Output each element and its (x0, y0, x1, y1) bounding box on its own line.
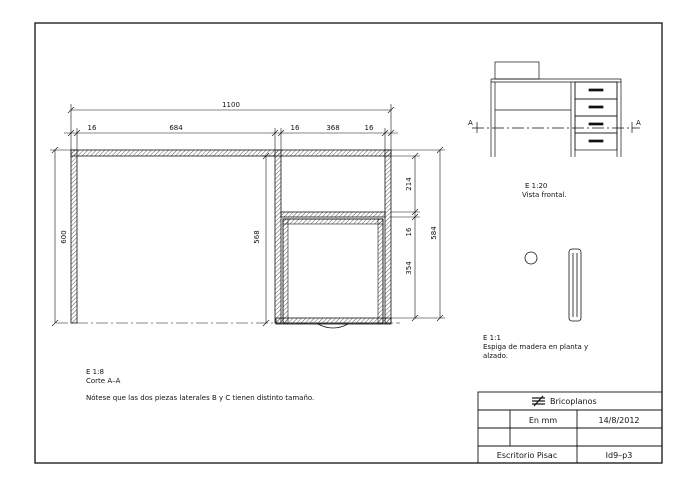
dimension-labels: 1100 16 684 16 368 16 600 568 584 214 16… (60, 101, 438, 275)
front-view-scale: E 1:20 (525, 182, 547, 190)
section-title: Corte A–A (86, 377, 121, 385)
brand-logo-icon (532, 395, 545, 407)
dim-shelf: 16 (405, 227, 413, 236)
sheet-frame (34, 22, 663, 464)
dowel-elevation (568, 248, 582, 322)
front-view (472, 61, 640, 157)
dim-mid-side: 16 (291, 124, 300, 132)
dowel-caption-line2: alzado. (483, 352, 508, 360)
title-block-units: En mm (529, 416, 557, 425)
section-remark: Nótese que las dos piezas laterales B y … (86, 394, 314, 402)
dim-drawer-height: 568 (253, 230, 261, 243)
dim-right-height: 584 (430, 226, 438, 240)
title-block (477, 391, 663, 464)
section-scale: E 1:8 (86, 368, 104, 376)
right-side-panel (384, 149, 392, 324)
shelf-board (280, 211, 386, 218)
dowel-plan-circle (524, 251, 538, 265)
middle-side-panel (274, 149, 282, 324)
left-side-panel (70, 149, 78, 324)
dowel-caption-line1: Espiga de madera en planta y (483, 343, 588, 351)
section-notes: E 1:8 Corte A–A Nótese que las dos pieza… (86, 368, 314, 402)
front-view-caption: Vista frontal. (522, 191, 567, 199)
dim-gap-bottom: 354 (405, 261, 413, 275)
dim-right-side: 16 (365, 124, 374, 132)
dowel-detail (524, 248, 582, 322)
section-marker-left: A (468, 119, 473, 127)
drawer-handle (317, 323, 349, 329)
drawer-side-right (377, 218, 384, 324)
section-marker-right: A (636, 119, 641, 127)
dim-left-span: 684 (169, 124, 183, 132)
title-block-code: Id9–p3 (606, 451, 633, 460)
title-block-date: 14/8/2012 (598, 416, 639, 425)
drawer-back-top (282, 218, 384, 225)
title-block-brand: Bricoplanos (550, 397, 597, 406)
dim-overall-width: 1100 (222, 101, 240, 109)
dowel-scale: E 1:1 (483, 334, 501, 342)
desk-top-board (70, 149, 392, 157)
dim-left-height: 600 (60, 230, 68, 243)
dim-left-side: 16 (88, 124, 97, 132)
dim-right-span: 368 (326, 124, 339, 132)
drawer-side-left (282, 218, 289, 324)
section-view (56, 149, 400, 329)
drawer-front (275, 317, 392, 325)
title-block-project: Escritorio Pisac (497, 451, 557, 460)
section-dimensions (50, 104, 445, 327)
dim-gap-top: 214 (405, 177, 413, 191)
